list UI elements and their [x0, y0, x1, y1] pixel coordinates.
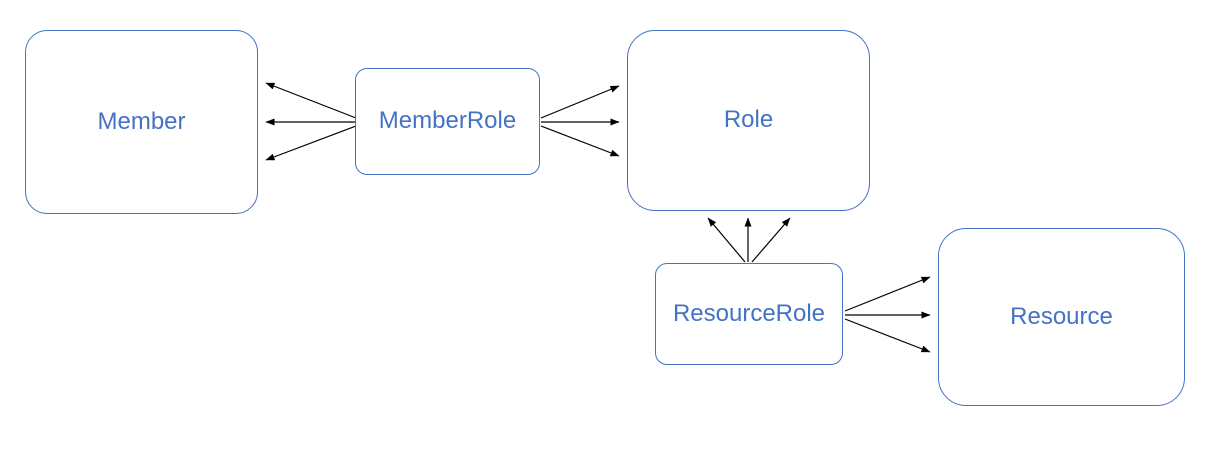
node-memberrole-label: MemberRole	[378, 107, 517, 135]
edge-memberrole-role	[540, 85, 620, 157]
node-role: Role	[627, 30, 870, 211]
node-member-label: Member	[97, 107, 186, 135]
node-resource-label: Resource	[1010, 302, 1113, 330]
node-resourcerole: ResourceRole	[655, 263, 843, 365]
node-memberrole: MemberRole	[355, 68, 540, 175]
node-member: Member	[25, 30, 258, 214]
edge-resourcerole-resource	[844, 276, 931, 353]
edge-memberrole-member	[265, 82, 357, 161]
edge-resourcerole-role	[707, 217, 791, 263]
node-resource: Resource	[938, 228, 1185, 406]
node-resourcerole-label: ResourceRole	[672, 299, 826, 327]
node-role-label: Role	[723, 106, 774, 134]
